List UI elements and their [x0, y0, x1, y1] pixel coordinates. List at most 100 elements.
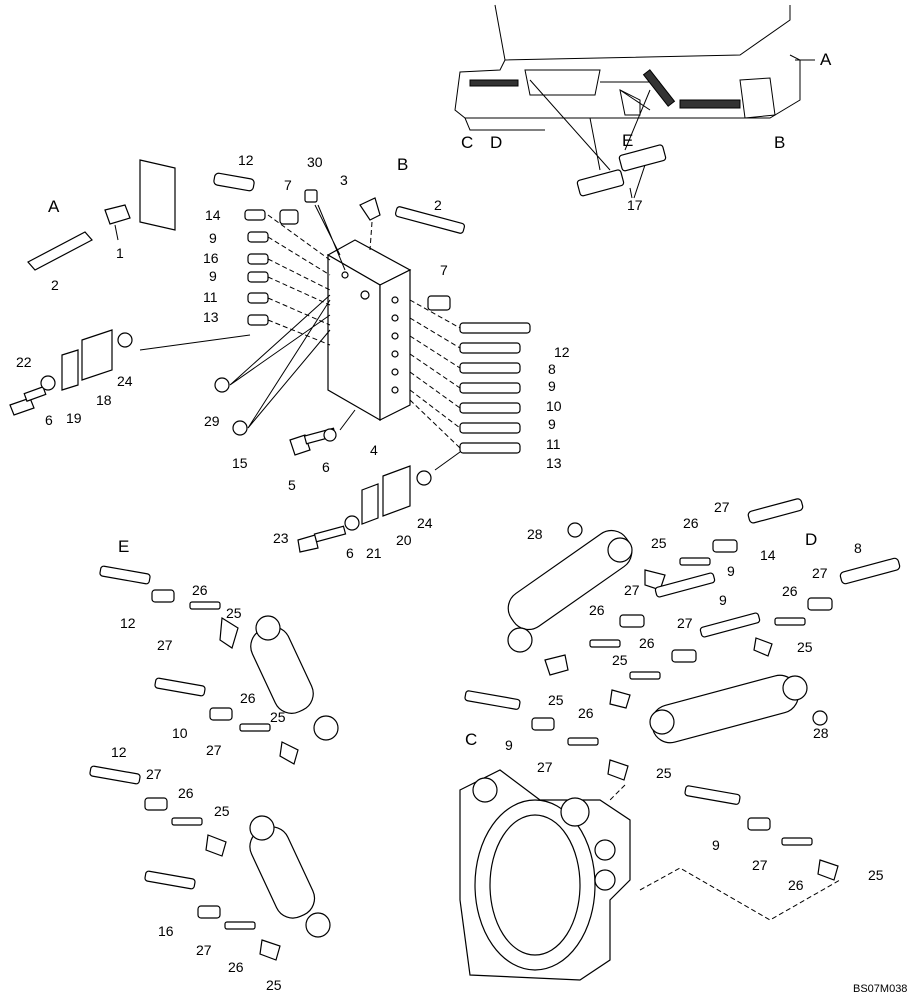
callout-23: 23: [273, 530, 289, 546]
callout-27-e-c: 27: [146, 766, 162, 782]
callout-11-left: 11: [203, 289, 218, 305]
callout-16: 16: [203, 250, 219, 266]
callout-29: 29: [204, 413, 220, 429]
view-c-housing: [459, 690, 841, 981]
callout-26-d-b: 26: [782, 583, 798, 599]
callout-9-left-a: 9: [209, 230, 217, 246]
view-d-cylinders: [507, 498, 901, 744]
callout-9-c-b: 9: [712, 837, 720, 853]
callout-28-bottom: 28: [813, 725, 829, 741]
callout-26-e-a: 26: [192, 582, 208, 598]
clamp-assembly-left: [9, 329, 251, 416]
callout-22: 22: [16, 354, 32, 370]
section-label-e-top: E: [622, 131, 633, 150]
callout-14: 14: [205, 207, 221, 223]
callout-25-d-a: 25: [651, 535, 667, 551]
callout-26-d-d: 26: [639, 635, 655, 651]
callout-28-top: 28: [527, 526, 543, 542]
callout-25-e-c: 25: [214, 803, 230, 819]
callout-11-right: 11: [546, 436, 561, 452]
callout-27-e-d: 27: [196, 942, 212, 958]
callout-26-c-b: 26: [788, 877, 804, 893]
section-label-a: A: [48, 197, 60, 216]
callout-26-d-a: 26: [683, 515, 699, 531]
callout-2-left: 2: [51, 277, 59, 293]
section-label-c-top: C: [461, 133, 473, 152]
callout-7-left: 7: [284, 177, 292, 193]
callout-26-e-b: 26: [240, 690, 256, 706]
section-label-c: C: [465, 730, 477, 749]
callout-12-top: 12: [238, 152, 254, 168]
callout-21: 21: [366, 545, 382, 561]
callout-27-d-a: 27: [714, 499, 730, 515]
callout-20: 20: [396, 532, 412, 548]
view-a-fitting: [27, 159, 176, 271]
section-label-e: E: [118, 537, 129, 556]
view-b-manifold: [213, 172, 531, 456]
callout-14-d: 14: [760, 547, 776, 563]
callout-10-right: 10: [546, 398, 562, 414]
drawing-code: BS07M038: [853, 983, 907, 995]
callout-12-e-a: 12: [120, 615, 136, 631]
right-hose-fittings: [427, 295, 531, 454]
callout-25-d-d: 25: [548, 692, 564, 708]
callout-6-bottom: 6: [346, 545, 354, 561]
callout-1: 1: [116, 245, 124, 261]
clamp-assembly-center: [297, 451, 461, 553]
callout-25-d-b: 25: [797, 639, 813, 655]
callout-30: 30: [307, 154, 323, 170]
callout-25-e-d: 25: [266, 977, 282, 993]
callout-25-c-a: 25: [656, 765, 672, 781]
callout-27-d-d: 27: [677, 615, 693, 631]
callout-27-e-a: 27: [157, 637, 173, 653]
callout-27-d-c: 27: [624, 582, 640, 598]
callout-26-c-a: 26: [578, 705, 594, 721]
left-hose-fittings: [213, 172, 318, 326]
callout-4: 4: [370, 442, 378, 458]
callout-26-e-c: 26: [178, 785, 194, 801]
callout-15: 15: [232, 455, 248, 471]
section-label-d-top: D: [490, 133, 502, 152]
callout-7-right: 7: [440, 262, 448, 278]
manifold-ports: [391, 296, 399, 394]
callout-2-right: 2: [434, 197, 442, 213]
callout-26-e-d: 26: [228, 959, 244, 975]
callout-27-c-a: 27: [537, 759, 553, 775]
callout-9-c-a: 9: [505, 737, 513, 753]
callout-25-d-c: 25: [612, 652, 628, 668]
callout-3: 3: [340, 172, 348, 188]
callout-24-left: 24: [117, 373, 133, 389]
section-label-b-top: B: [774, 133, 785, 152]
section-label-d: D: [805, 530, 817, 549]
callout-27-e-b: 27: [206, 742, 222, 758]
callout-8-d: 8: [854, 540, 862, 556]
callout-9-d-b: 9: [719, 592, 727, 608]
callout-8-right: 8: [548, 361, 556, 377]
callout-13-right: 13: [546, 455, 562, 471]
callout-16-e: 16: [158, 923, 174, 939]
callout-24-center: 24: [417, 515, 433, 531]
callout-10-e: 10: [172, 725, 188, 741]
callout-6-left: 6: [45, 412, 53, 428]
callout-9-right-a: 9: [548, 378, 556, 394]
callout-26-d-c: 26: [589, 602, 605, 618]
callout-19: 19: [66, 410, 82, 426]
view-e-cylinders: [89, 565, 339, 961]
callout-27-c-b: 27: [752, 857, 768, 873]
callout-9-left-b: 9: [209, 268, 217, 284]
chassis-overview: [454, 4, 815, 199]
callout-27-d-b: 27: [812, 565, 828, 581]
callout-18: 18: [96, 392, 112, 408]
callout-25-c-b: 25: [868, 867, 884, 883]
section-label-b: B: [397, 155, 408, 174]
callout-17: 17: [627, 197, 643, 213]
section-label-a-top: A: [820, 50, 832, 69]
callout-13-left: 13: [203, 309, 219, 325]
callout-12-right: 12: [554, 344, 570, 360]
callout-5: 5: [288, 477, 296, 493]
callout-25-e-b: 25: [270, 709, 286, 725]
callout-9-d-a: 9: [727, 563, 735, 579]
callout-6-center: 6: [322, 459, 330, 475]
callout-9-right-b: 9: [548, 416, 556, 432]
